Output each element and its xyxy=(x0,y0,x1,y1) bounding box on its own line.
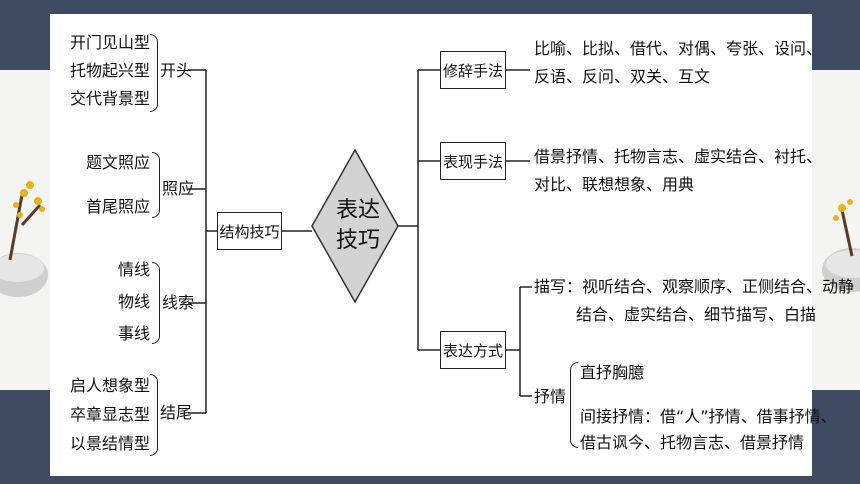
lyric-brace xyxy=(570,362,578,448)
ending-item-1: 启人想象型 xyxy=(70,376,151,395)
diagram-card xyxy=(50,14,812,476)
structure-box: 结构技巧 xyxy=(217,212,282,250)
clue-item-2: 物线 xyxy=(118,292,151,311)
group-label-ending: 结尾 xyxy=(160,403,193,422)
indirect-line2: 借古讽今、托物言志、借景抒情 xyxy=(580,433,805,452)
group-label-opening: 开头 xyxy=(160,61,193,80)
clue-item-3: 事线 xyxy=(118,324,151,343)
ending-brace xyxy=(150,374,158,456)
clue-item-1: 情线 xyxy=(118,260,151,279)
opening-brace xyxy=(150,34,158,112)
expression-box: 表现手法 xyxy=(440,142,506,180)
expression-line1: 借景抒情、托物言志、虚实结合、衬托、 xyxy=(534,147,823,166)
echo-item-2: 首尾照应 xyxy=(86,197,151,216)
flower-vase-decoration-left xyxy=(0,181,48,297)
center-label-line2: 技巧 xyxy=(335,228,380,253)
rhetoric-line1: 比喻、比拟、借代、对偶、夸张、设问、 xyxy=(534,39,823,58)
rhetoric-line2: 反语、反问、双关、互文 xyxy=(534,67,711,86)
group-label-clue: 线索 xyxy=(162,293,195,312)
group-label-echo: 照应 xyxy=(162,179,195,198)
echo-item-1: 题文照应 xyxy=(86,153,151,172)
ending-item-2: 卒章显志型 xyxy=(70,405,151,424)
method-box: 表达方式 xyxy=(440,331,506,369)
rhetoric-box: 修辞手法 xyxy=(440,51,506,89)
flower-vase-decoration-right xyxy=(822,199,860,292)
center-diamond xyxy=(311,148,399,304)
opening-item-2: 托物起兴型 xyxy=(70,61,151,80)
opening-item-1: 开门见山型 xyxy=(70,33,151,52)
echo-brace xyxy=(152,152,160,218)
opening-item-3: 交代背景型 xyxy=(70,89,151,108)
ending-item-3: 以景结情型 xyxy=(70,434,151,453)
expression-line2: 对比、联想想象、用典 xyxy=(534,175,695,194)
describe-line2: 结合、虚实结合、细节描写、白描 xyxy=(576,305,817,324)
clue-brace xyxy=(152,262,160,344)
describe-line1: 描写：视听结合、观察顺序、正侧结合、动静 xyxy=(534,277,855,296)
direct-lyric: 直抒胸臆 xyxy=(580,363,645,382)
indirect-line1: 间接抒情：借“人”抒情、借事抒情、 xyxy=(580,407,837,426)
center-label: 表达 技巧 xyxy=(318,196,398,256)
lyric-label: 抒情 xyxy=(534,387,567,406)
center-label-line1: 表达 xyxy=(335,198,380,223)
